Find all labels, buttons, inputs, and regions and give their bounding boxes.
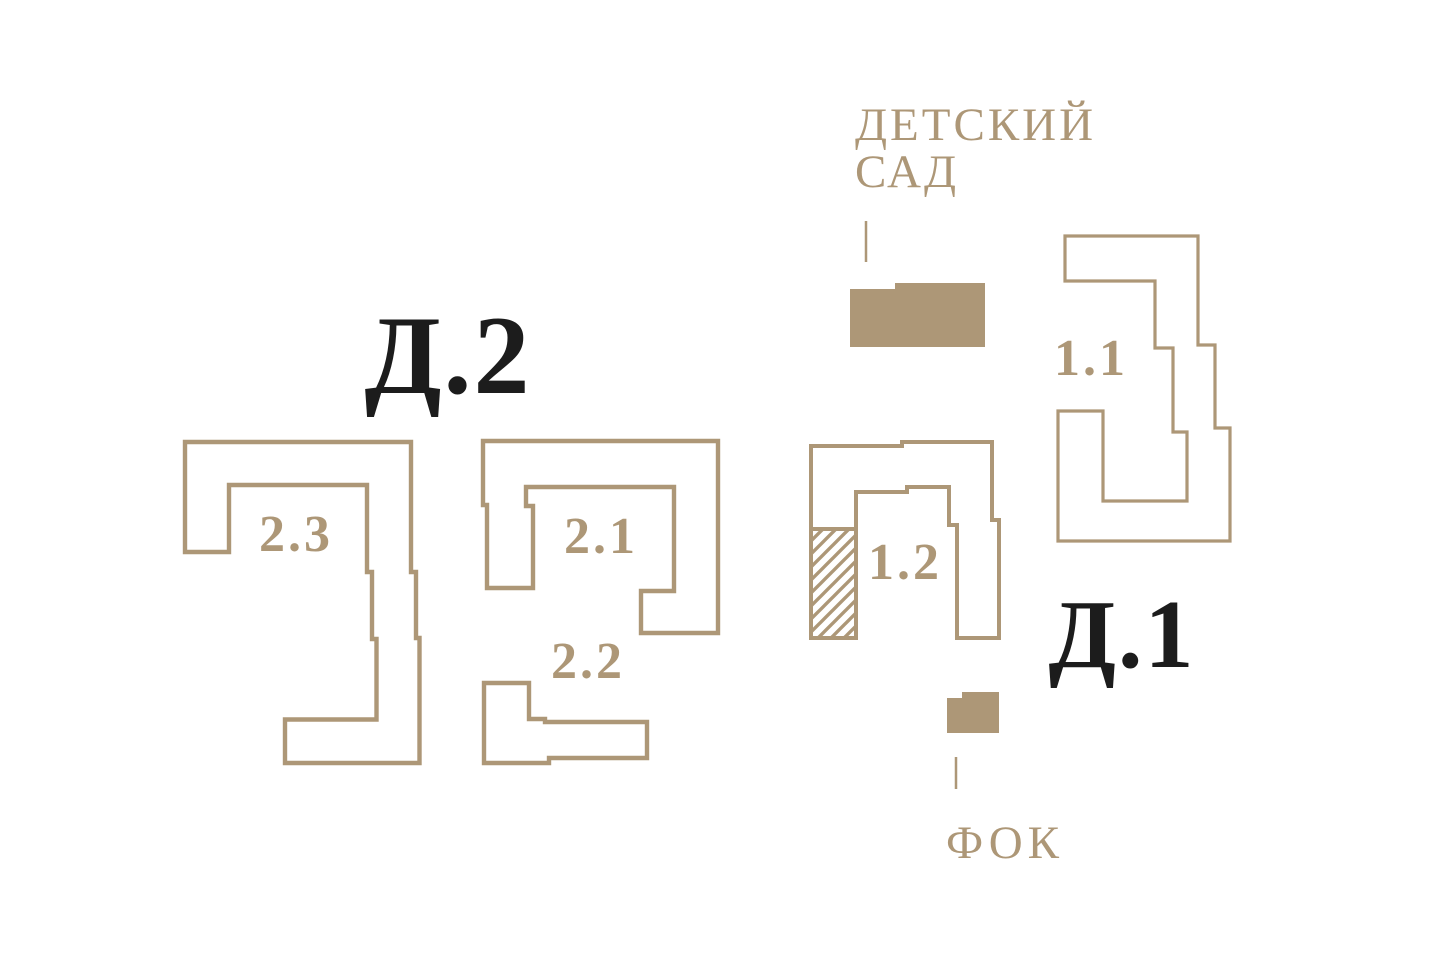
- building-2.3-outline[interactable]: [182, 439, 422, 766]
- fok-label: ФОК: [946, 817, 1064, 869]
- district-label-d1: Д.1: [1049, 581, 1196, 689]
- building-2.2-outline[interactable]: [481, 680, 650, 766]
- building-2.1-label: 2.1: [564, 508, 638, 565]
- district-label-d2: Д.2: [364, 294, 531, 418]
- building-1.2-label: 1.2: [868, 534, 942, 591]
- facilities-layer: [850, 221, 999, 789]
- kindergarten-building: [850, 283, 985, 347]
- kindergarten-label-line2: САД: [855, 146, 959, 198]
- building-2.3-label: 2.3: [259, 506, 333, 563]
- building-1.2-hatched-section: [809, 527, 858, 640]
- fok-building: [947, 692, 999, 733]
- building-1.1-outline[interactable]: [1056, 234, 1232, 543]
- building-1.1-label: 1.1: [1054, 330, 1128, 387]
- kindergarten-label-line1: ДЕТСКИЙ: [855, 99, 1096, 151]
- building-2.1-outline[interactable]: [480, 438, 721, 636]
- building-2.2-label: 2.2: [551, 633, 625, 690]
- buildings-layer: 2.3 2.1 2.2 1.1 1.2: [182, 234, 1232, 766]
